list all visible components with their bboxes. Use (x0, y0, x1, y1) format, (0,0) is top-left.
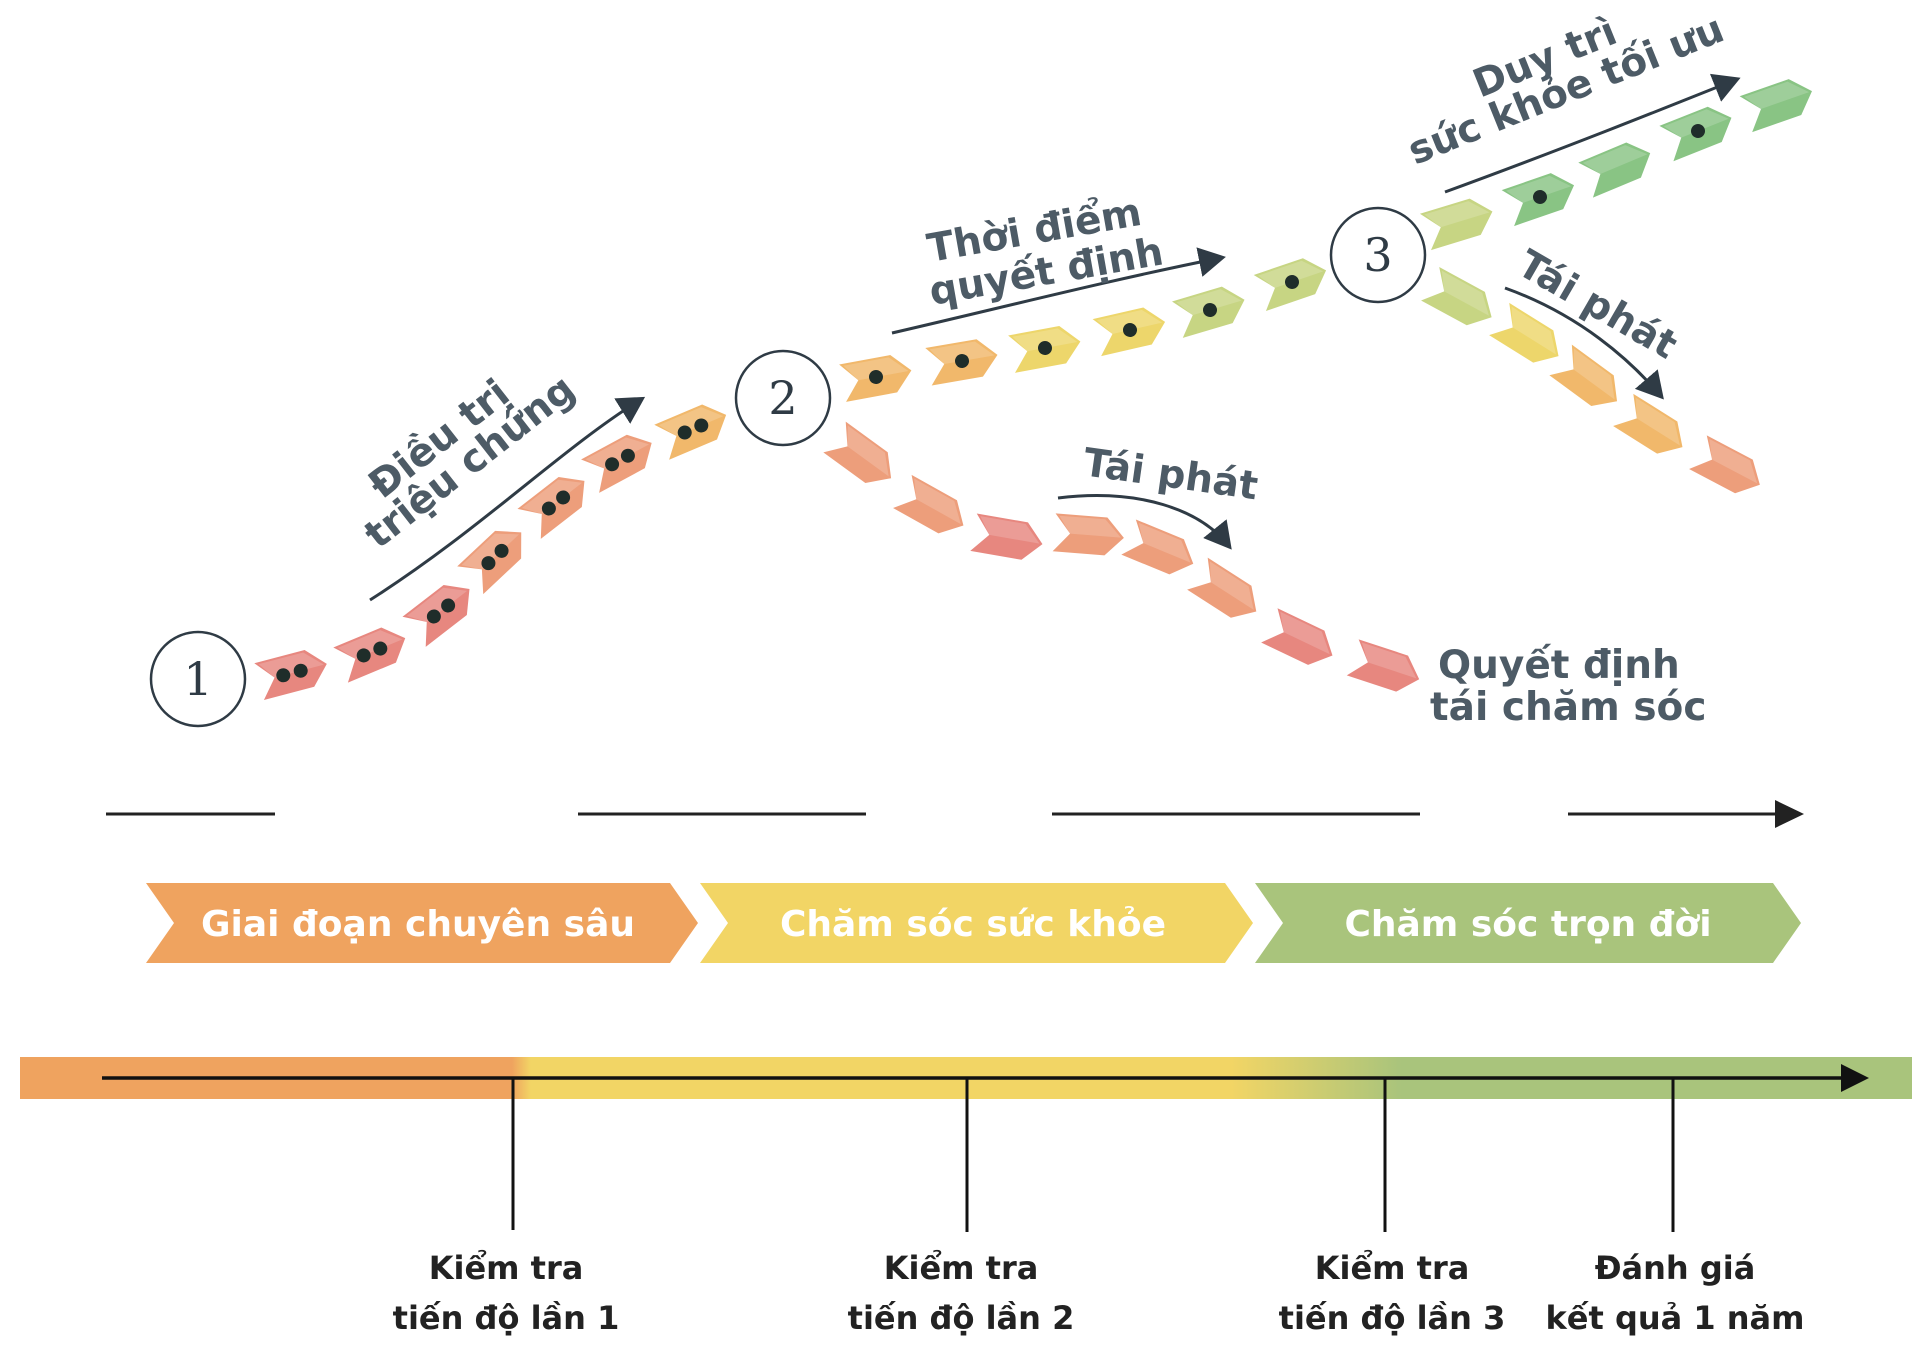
arrow-tai-phat-lower (1057, 494, 1232, 550)
chevron (839, 355, 912, 402)
separator-arrowhead (1775, 800, 1804, 828)
chevron-dot (373, 641, 388, 656)
chevron-dot (541, 501, 556, 516)
chevron-dot (276, 668, 291, 683)
chevron (654, 404, 727, 460)
chevron (1187, 557, 1257, 618)
chevron-dot (694, 418, 709, 433)
milestone-3-line2: tiến độ lần 3 (1279, 1299, 1506, 1337)
chevron-dot (869, 370, 883, 384)
chevron (1739, 79, 1812, 133)
chevron (402, 584, 470, 647)
chevron (581, 434, 652, 493)
chevron-dot (1285, 275, 1299, 289)
chevron-dot (1691, 124, 1705, 138)
chevron (457, 530, 522, 595)
phase-banner: Giai đoạn chuyên sâu Chăm sóc sức khỏe C… (146, 883, 1801, 963)
chevron (1549, 344, 1618, 406)
arrow-tai-phat-upper (1504, 286, 1664, 400)
milestone-4-line1: Đánh giá (1595, 1249, 1756, 1287)
chevron (1613, 393, 1683, 454)
chevron-dot (356, 648, 371, 663)
chevron (1501, 173, 1575, 227)
chevron (970, 513, 1043, 560)
chevron-dot (1038, 341, 1052, 355)
phase-intensive-label: Giai đoạn chuyên sâu (201, 904, 635, 945)
chevron (1578, 142, 1651, 198)
chevron (1172, 286, 1245, 338)
label-tai-phat-lower: Tái phát (1081, 440, 1261, 509)
phase-intensive: Giai đoạn chuyên sâu (146, 883, 698, 963)
milestone-2-line1: Kiểm tra (884, 1249, 1039, 1287)
chevron-dot (293, 663, 308, 678)
trail-2-3 (839, 258, 1327, 402)
chevron (1253, 258, 1327, 311)
phase-lifetime: Chăm sóc trọn đời (1255, 883, 1801, 963)
milestone-3-line1: Kiểm tra (1315, 1249, 1470, 1287)
chevron-dot (481, 556, 496, 571)
chevron (333, 627, 406, 683)
chevron (1689, 435, 1760, 494)
separator-line (106, 800, 1804, 828)
chevron-dot (955, 354, 969, 368)
milestone-4-line2: kết quả 1 năm (1546, 1299, 1805, 1337)
milestone-1-line1: Kiểm tra (429, 1249, 584, 1287)
pathway-chevrons (254, 79, 1812, 701)
milestone-labels: Kiểm tra tiến độ lần 1 Kiểm tra tiến độ … (393, 1249, 1805, 1337)
chevron-dot (1533, 190, 1547, 204)
milestone-1-line2: tiến độ lần 1 (393, 1299, 620, 1337)
chevron-dot (1203, 303, 1217, 317)
node-3: 3 (1329, 206, 1427, 304)
chevron (1419, 198, 1493, 251)
node-1-label: 1 (183, 652, 212, 706)
chevron (1421, 267, 1492, 326)
chevron-dot (426, 609, 441, 624)
chevron-dot (556, 490, 571, 505)
chevron (1489, 302, 1559, 363)
chevron (823, 421, 892, 483)
chevron (1121, 519, 1194, 575)
chevron (1052, 513, 1124, 556)
chevron (1092, 307, 1166, 357)
phase-lifetime-label: Chăm sóc trọn đời (1344, 904, 1711, 945)
timeline (20, 1057, 1912, 1232)
trail-3-down (1421, 267, 1760, 494)
label-quyet-dinh-line2: tái chăm sóc (1430, 685, 1706, 730)
trail-3-up (1419, 79, 1812, 251)
trail-2-down (823, 421, 1420, 692)
chevron (893, 474, 964, 534)
guide-arrows (369, 73, 1741, 602)
chevron-dot (677, 425, 692, 440)
node-2: 2 (734, 349, 832, 447)
arrow-dieu-tri (369, 396, 646, 602)
node-1: 1 (149, 630, 247, 728)
chevron (1346, 639, 1420, 692)
trail-1-2 (254, 404, 727, 701)
chevron (1261, 608, 1333, 665)
label-quyet-dinh-line1: Quyết định (1438, 643, 1680, 688)
chevron (517, 476, 585, 539)
chevron-dot (620, 448, 635, 463)
chevron (925, 339, 998, 386)
chevron (1008, 326, 1081, 373)
chevron (254, 650, 327, 701)
phase-wellness: Chăm sóc sức khỏe (700, 883, 1253, 963)
chevron-dot (494, 543, 509, 558)
chevron-dot (1123, 323, 1137, 337)
node-3-label: 3 (1363, 228, 1392, 282)
milestone-2-line2: tiến độ lần 2 (848, 1299, 1075, 1337)
node-2-label: 2 (768, 371, 797, 425)
phase-wellness-label: Chăm sóc sức khỏe (780, 904, 1166, 945)
chevron-dot (441, 598, 456, 613)
arrow-duy-tri (1444, 73, 1741, 194)
chevron-dot (605, 457, 620, 472)
arrow-thoi-diem (891, 247, 1226, 335)
chevron (1659, 106, 1732, 162)
